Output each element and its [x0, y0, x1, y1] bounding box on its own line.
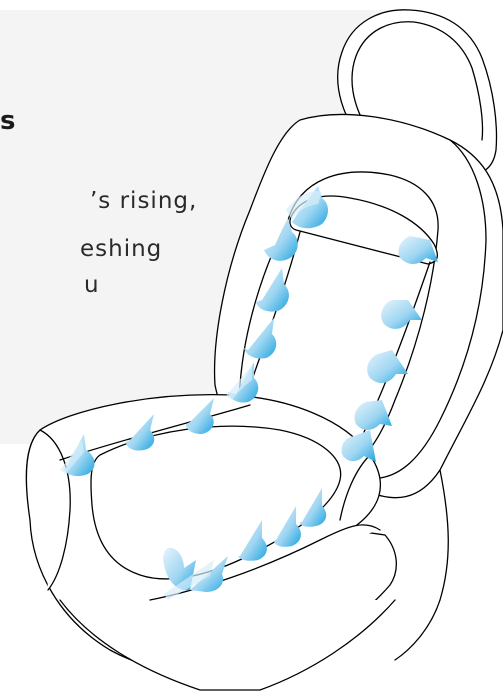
- seat-bottom-edge: [60, 600, 395, 690]
- seat-side-trim: [395, 470, 448, 660]
